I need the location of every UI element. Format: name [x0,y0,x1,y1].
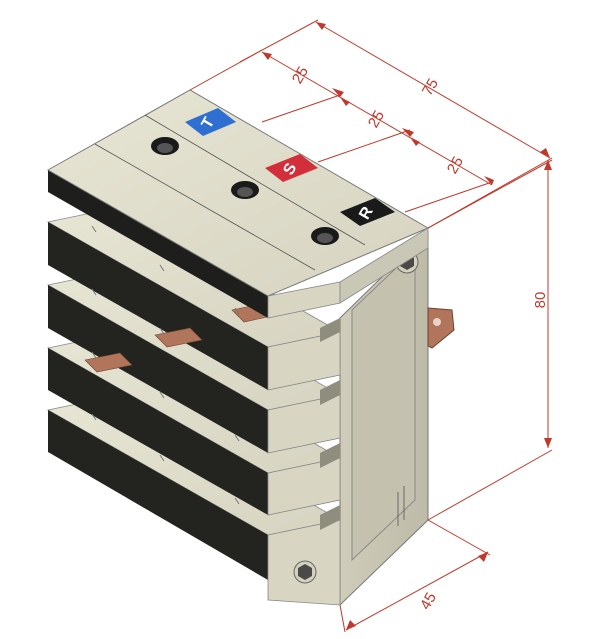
dim-pitch-1: 25 [289,64,312,87]
dim-pitch-3: 25 [444,154,467,177]
dimension-lines: 25 25 25 75 80 45 [189,19,553,633]
dim-depth: 45 [417,590,440,613]
phase-label-R: R [340,198,395,226]
terminal-hole-T [151,137,179,155]
terminal-hole-S [231,181,259,199]
tier-stack [46,206,342,606]
top-cover: T S R [46,89,430,319]
terminal-hole-R [311,227,339,245]
bottom-screw-icon [293,560,317,584]
phase-label-T: T [185,108,236,136]
phase-label-S: S [265,154,318,182]
dim-height: 80 [532,292,549,309]
copper-busbar [427,307,455,349]
block-right-side [339,230,455,607]
dim-total-width: 75 [419,76,442,99]
dim-pitch-2: 25 [365,108,388,131]
contact-plate [84,352,133,373]
contact-plate [154,327,203,348]
